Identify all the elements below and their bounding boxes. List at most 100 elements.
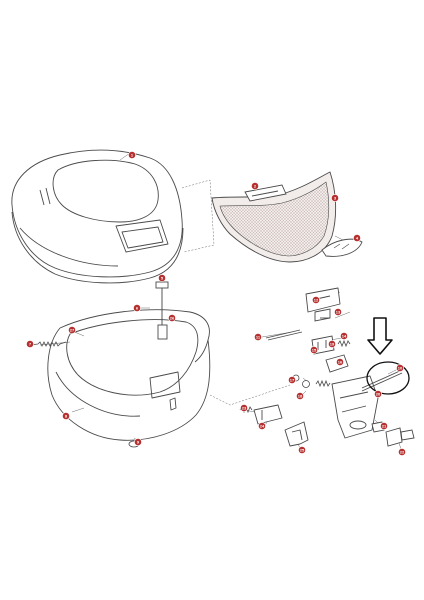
callout-number: 17 [290,377,295,382]
callout-circle [158,274,166,282]
callout-badges: 1234567891011121314151617181920212223242… [26,151,406,456]
callout-number: 5 [161,275,164,280]
small-spring [337,339,351,348]
spring-mid [315,379,331,388]
callout-circle [128,151,136,159]
callout-badge: 6 [133,304,141,312]
callout-number: 3 [334,195,337,200]
lid-assembly [11,149,184,284]
lock-housing [331,375,379,439]
callout-circle [398,448,406,456]
callout-circle [334,308,342,316]
lid-outer-shell [11,149,183,278]
callout-circle [312,296,320,304]
callout-circle [251,182,259,190]
lid-top-panel [52,159,159,223]
callout-number: 13 [336,309,341,314]
callout-number: 15 [312,347,317,352]
callout-badge: 17 [288,376,296,384]
callout-number: 26 [170,315,175,320]
callout-circle [340,332,348,340]
callout-circle [68,326,76,334]
callout-badge: 13 [334,308,342,316]
base-outer-shell [47,327,211,441]
callout-badge: 3 [331,194,339,202]
callout-number: 2 [254,183,257,188]
base-inner-wall [66,319,199,396]
callout-badge: 2 [251,182,259,190]
callout-number: 25 [300,447,305,452]
callout-badge: 22 [398,448,406,456]
callout-circle [374,390,382,398]
callout-badge: 25 [298,446,306,454]
callout-circle [134,438,142,446]
callout-number: 18 [298,393,303,398]
callout-number: 6 [136,305,139,310]
callout-badge: 10 [396,364,404,372]
callout-circle [258,422,266,430]
callout-badge: 23 [240,404,248,412]
callout-badge: 18 [296,392,304,400]
hinge-rod [155,281,169,340]
lid-lower-rim [11,211,184,284]
callout-circle [310,346,318,354]
callout-badge: 20 [374,390,382,398]
callout-number: 14 [342,333,347,338]
reflector-mesh [219,181,330,257]
callout-circle [254,333,262,341]
callout-badge: 11 [254,333,262,341]
callout-badge: 19 [328,340,336,348]
plate-clip [314,308,331,322]
callout-circle [353,234,361,242]
callout-badge: 15 [310,346,318,354]
callout-badge: 7 [26,340,34,348]
callout-number: 27 [70,327,75,332]
callout-number: 19 [330,341,335,346]
callout-number: 9 [137,439,140,444]
callout-badge: 1 [128,151,136,159]
callout-number: 12 [314,297,319,302]
callout-badge: 12 [312,296,320,304]
callout-number: 20 [376,391,381,396]
callout-circle [328,340,336,348]
callout-circle [331,194,339,202]
lock-cylinder [371,421,415,447]
callout-circle [133,304,141,312]
callout-circle [168,314,176,322]
callout-number: 8 [65,413,68,418]
callout-number: 21 [382,423,387,428]
callout-badge: 9 [134,438,142,446]
callout-number: 10 [398,365,403,370]
callout-number: 11 [256,334,261,339]
base-container [47,309,211,441]
callout-badge: 21 [380,422,388,430]
callout-badge: 24 [258,422,266,430]
callout-circle [62,412,70,420]
callout-circle [336,358,344,366]
base-rim [59,309,210,363]
callout-circle [396,364,404,372]
callout-number: 1 [131,152,134,157]
callout-number: 22 [400,449,405,454]
highlight-ellipse [366,361,410,395]
callout-circle [288,376,296,384]
callout-number: 24 [260,423,265,428]
callout-number: 16 [338,359,343,364]
callout-circle [240,404,248,412]
reflector-panel [211,171,337,263]
callout-badge: 27 [68,326,76,334]
callout-number: 7 [29,341,32,346]
pin-long [265,329,303,341]
callout-circle [26,340,34,348]
callout-badge: 16 [336,358,344,366]
callout-badge: 14 [340,332,348,340]
callout-number: 23 [242,405,247,410]
callout-circle [296,392,304,400]
lid-front-recess [115,219,169,253]
callout-badge: 8 [62,412,70,420]
callout-badge: 26 [168,314,176,322]
hook-latch [284,421,309,447]
callout-number: 4 [356,235,359,240]
callout-badge: 4 [353,234,361,242]
